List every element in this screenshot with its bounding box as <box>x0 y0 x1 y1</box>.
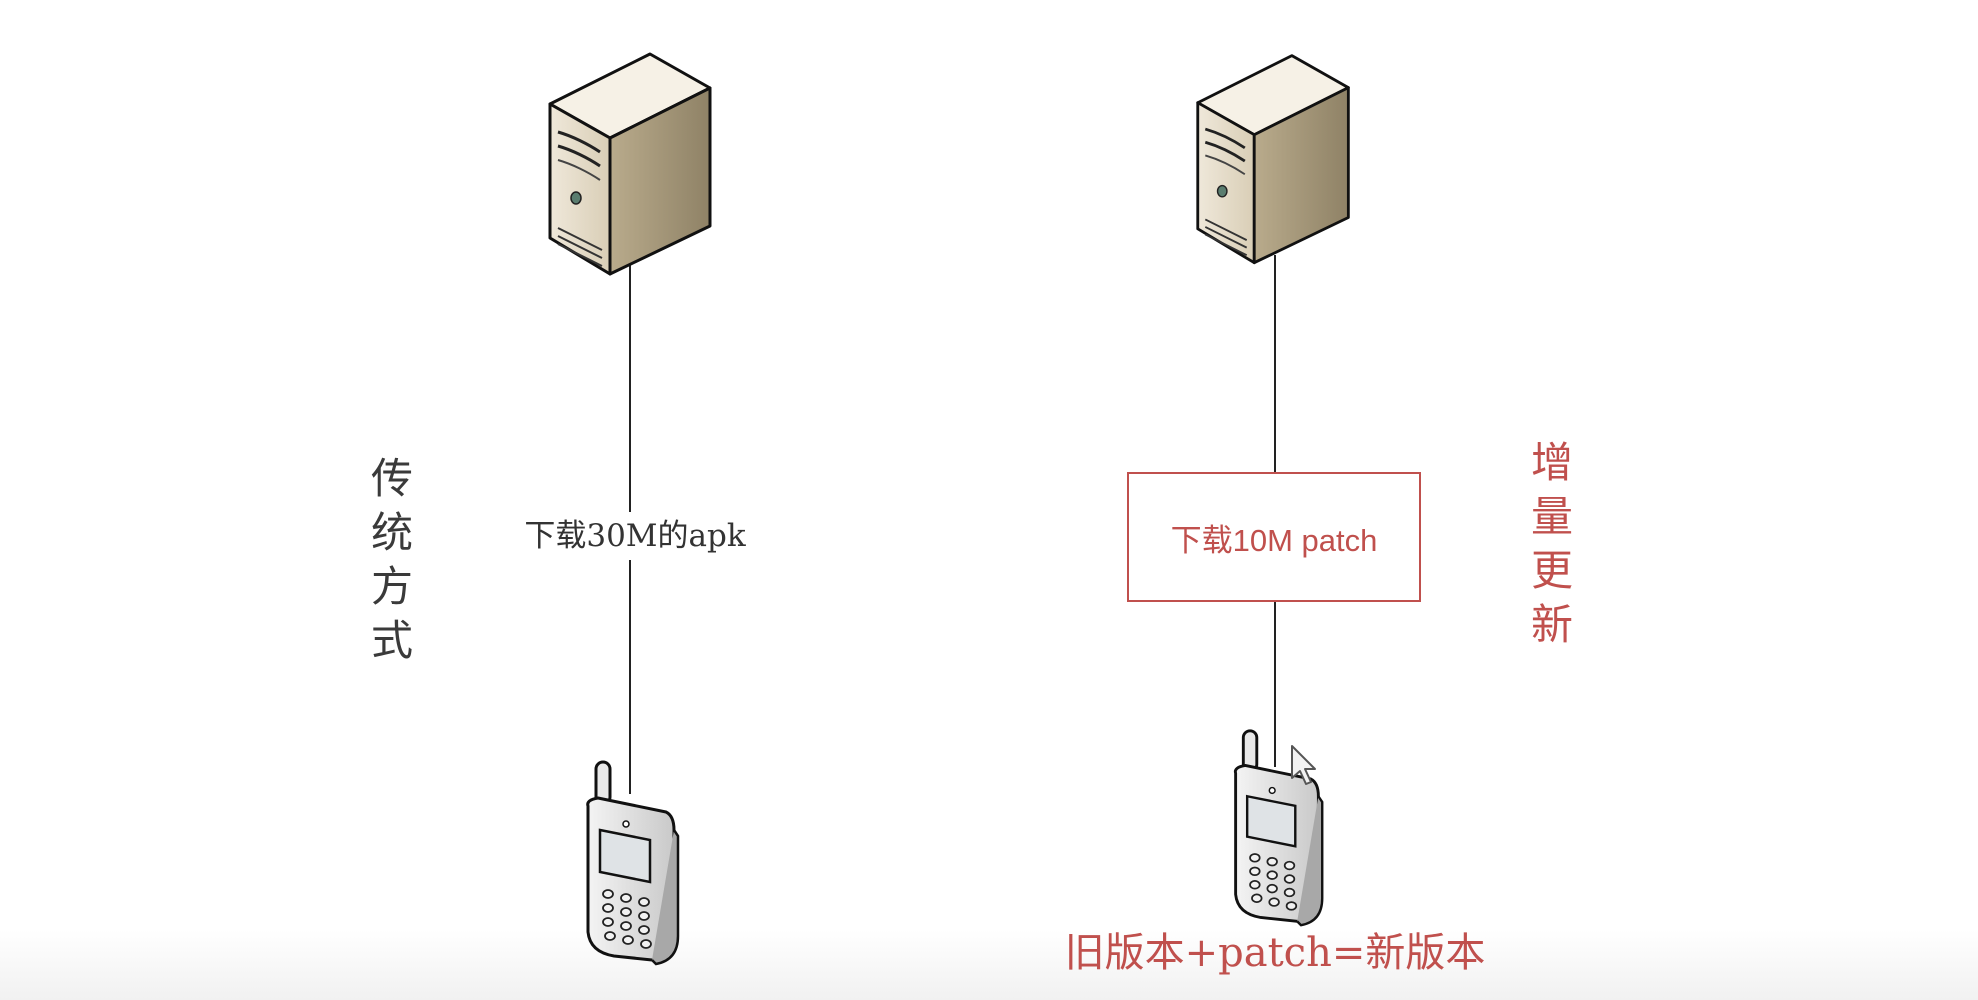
traditional-label-char: 传 <box>370 454 413 503</box>
traditional-method-label: 传 统 方 式 <box>364 452 420 668</box>
bottom-shade <box>0 930 1978 1000</box>
incremental-connector-line-bottom <box>1274 602 1276 767</box>
incremental-label-char: 新 <box>1530 600 1573 649</box>
phone-icon <box>586 760 680 966</box>
version-formula-caption: 旧版本+patch=新版本 <box>1064 930 1486 976</box>
traditional-label-char: 式 <box>370 616 413 665</box>
incremental-label-char: 量 <box>1530 492 1573 541</box>
incremental-update-label: 增 量 更 新 <box>1524 436 1580 652</box>
traditional-download-caption: 下载30M的apk <box>500 512 770 560</box>
incremental-label-char: 增 <box>1530 438 1573 487</box>
patch-download-box: 下载10M patch <box>1127 472 1421 602</box>
patch-download-caption: 下载10M patch <box>1170 522 1378 558</box>
server-icon <box>548 52 712 276</box>
incremental-label-char: 更 <box>1530 546 1573 595</box>
traditional-label-char: 统 <box>370 508 413 557</box>
traditional-label-char: 方 <box>370 562 413 611</box>
server-icon <box>1196 54 1350 265</box>
mouse-cursor-icon <box>1291 745 1316 785</box>
phone-icon <box>1233 729 1324 927</box>
incremental-connector-line-top <box>1274 255 1276 474</box>
